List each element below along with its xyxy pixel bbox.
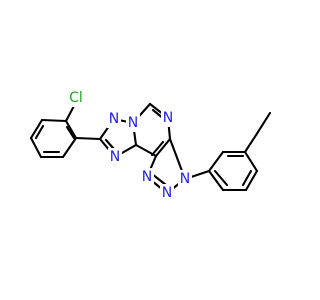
triazole-nitrogen-top-label: N — [109, 111, 119, 127]
diazine-nitrogen-top-label: N — [163, 110, 173, 126]
bond-tolyl-4 — [244, 169, 259, 192]
bond-tolyl-inner-2 — [241, 169, 253, 187]
bond-ring-a-inner-1 — [65, 125, 76, 140]
molecular-structure-diagram: Cl N N N N N N N — [29, 89, 272, 202]
bond-ring-a-6 — [40, 118, 68, 123]
pyrazole-nitrogen-left-label: N — [142, 169, 152, 185]
bond-aryl-link — [74, 136, 102, 141]
chlorine-label: Cl — [69, 90, 83, 106]
bond-ring-a-2 — [61, 136, 78, 159]
bond-ring-a-4 — [29, 136, 43, 159]
bond-ring-a-1 — [64, 119, 78, 140]
bond-triazole-inner-1 — [104, 138, 116, 151]
triazole-nitrogen-bottom-label: N — [110, 149, 120, 165]
bond-tolyl-3 — [243, 150, 259, 173]
triazole-nitrogen-bridge-label: N — [128, 115, 138, 131]
pyrazole-nitrogen-bottom-label: N — [162, 185, 172, 201]
molecule-canvas: Cl N N N N N N N — [29, 89, 272, 202]
bond-tolyl-1 — [207, 150, 225, 173]
bond-tolyl-inner-3 — [213, 169, 229, 187]
bond-methyl — [243, 130, 260, 154]
bond-tolyl-6 — [207, 169, 225, 192]
bond-ring-a-inner-3 — [34, 124, 45, 140]
bond-center-4 — [154, 137, 172, 158]
bond-pyrazole-inner-1 — [150, 172, 168, 187]
bond-center-inner-2 — [150, 140, 165, 157]
bond-ring-a-5 — [29, 118, 44, 140]
atom-label-layer: Cl N N N N N N N — [64, 89, 192, 202]
pyrazole-nitrogen-aryl-label: N — [180, 171, 190, 187]
bond-methyl-end — [256, 111, 272, 134]
